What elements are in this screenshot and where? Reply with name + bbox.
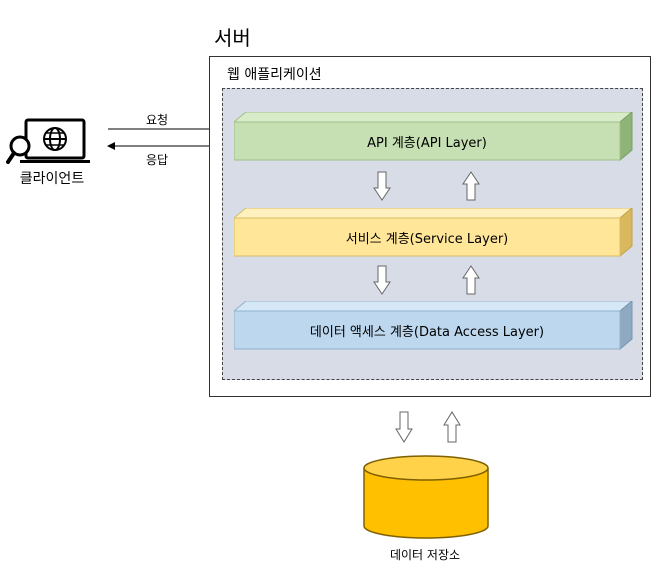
api-layer: API 계층(API Layer): [367, 135, 487, 151]
webapp-title: 웹 애플리케이션: [227, 67, 322, 83]
down-arrow-icon: [373, 171, 391, 201]
client-laptop-icon: [6, 118, 90, 164]
service-layer-3d: [234, 208, 633, 258]
globe-icon: [43, 127, 67, 151]
api-layer-3d: [234, 112, 633, 162]
up-arrow-icon: [462, 265, 480, 295]
storage-label: 데이터 저장소: [389, 548, 461, 562]
data-access-layer-3d: [234, 301, 633, 351]
data-access-layer: 데이터 액세스 계층(Data Access Layer): [309, 324, 545, 340]
service-layer: 서비스 계층(Service Layer): [345, 231, 509, 247]
magnifier-icon: [6, 135, 31, 164]
database-cylinder-icon: [363, 455, 489, 539]
down-arrow-icon: [373, 265, 391, 295]
request-label: 요청: [146, 113, 169, 127]
up-arrow-icon: [443, 411, 461, 443]
server-title: 서버: [214, 26, 251, 50]
response-label: 응답: [146, 153, 169, 167]
up-arrow-icon: [462, 171, 480, 201]
client-label: 클라이언트: [19, 171, 85, 187]
down-arrow-icon: [395, 411, 413, 443]
